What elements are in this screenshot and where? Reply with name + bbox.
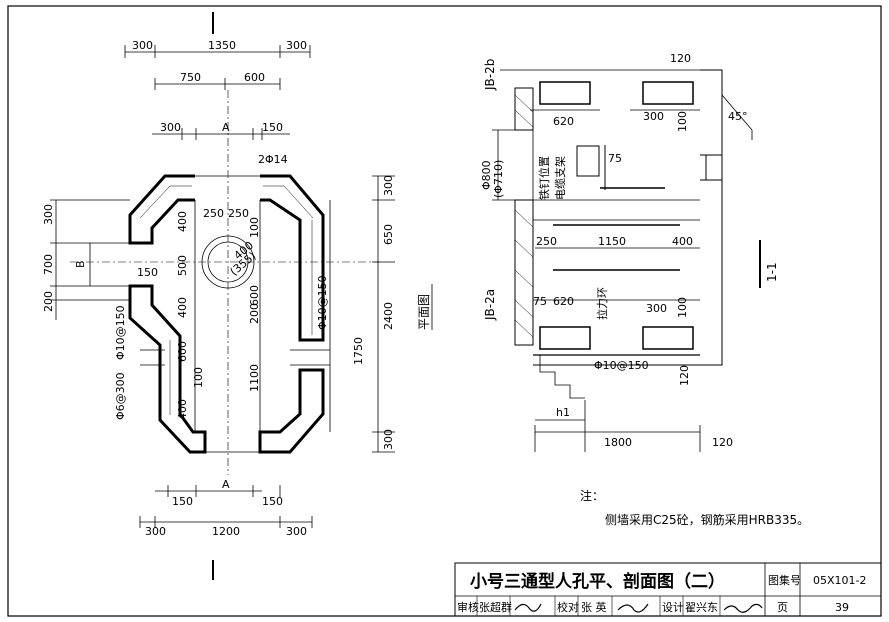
section-view — [492, 69, 761, 452]
proofer-name: 张 英 — [581, 600, 607, 614]
designer-name: 翟兴东 — [685, 601, 718, 614]
dim-300: 300 — [286, 39, 307, 52]
dim-h1: h1 — [556, 406, 570, 419]
dim-300: 300 — [42, 204, 55, 225]
dim-150: 150 — [262, 495, 283, 508]
dim-500: 500 — [176, 255, 189, 276]
dim-300: 300 — [382, 429, 395, 450]
dim-120: 120 — [712, 436, 733, 449]
dim-600: 600 — [176, 341, 189, 362]
phi710: (Φ710) — [492, 160, 505, 198]
dim-700: 700 — [42, 254, 55, 275]
title-block: 小号三通型人孔平、剖面图（二） 图集号 05X101-2 审核 张超群 校对 张… — [454, 562, 882, 617]
plan-view-label: 平面图 — [417, 294, 431, 330]
checker-name: 张超群 — [479, 600, 512, 614]
dim-150: 150 — [262, 121, 283, 134]
dim-120: 120 — [670, 52, 691, 65]
dim-300: 300 — [382, 175, 395, 196]
drawing-title: 小号三通型人孔平、剖面图（二） — [470, 571, 725, 592]
page-label: 页 — [777, 601, 788, 614]
notes: 注： 侧墙采用C25砼，钢筋采用HRB335。 — [580, 488, 809, 527]
dim-100: 100 — [676, 111, 689, 132]
design-label: 设计 — [662, 601, 684, 614]
dim-1200: 1200 — [212, 525, 240, 538]
rebar-2phi14: 2Φ14 — [258, 153, 288, 166]
dim-400: 400 — [176, 297, 189, 318]
signature — [514, 603, 542, 612]
proof-label: 校对 — [557, 600, 579, 614]
dim-1750: 1750 — [352, 337, 365, 365]
sheet-border — [7, 5, 882, 617]
dim-400: 400 — [176, 399, 189, 420]
jb-2a-label: JB-2a — [483, 289, 497, 321]
plan-labels: 300 1350 300 750 600 300 A 150 2Φ14 250 … — [42, 39, 433, 538]
dim-75: 75 — [608, 152, 622, 165]
dim-100: 100 — [192, 367, 205, 388]
dim-750: 750 — [180, 71, 201, 84]
dim-300: 300 — [286, 525, 307, 538]
angle-45: 45° — [728, 110, 748, 123]
dim-b: B — [74, 260, 87, 268]
dim-300: 300 — [643, 110, 664, 123]
atlas-label: 图集号 — [768, 573, 801, 587]
dim-100: 100 — [676, 297, 689, 318]
dim-300: 300 — [145, 525, 166, 538]
dim-120: 120 — [678, 365, 691, 386]
nail-position-label: 铁钉位置 — [537, 156, 551, 200]
page-number: 39 — [835, 601, 849, 614]
signature — [617, 603, 649, 613]
dim-600: 600 — [244, 71, 265, 84]
rebar-phi6-300: Φ6@300 — [114, 372, 127, 420]
dim-2400: 2400 — [382, 302, 395, 330]
atlas-number: 05X101-2 — [813, 574, 867, 587]
dim-150: 150 — [137, 266, 158, 279]
dim-1350: 1350 — [208, 39, 236, 52]
dim-150: 150 — [172, 495, 193, 508]
dim-300: 300 — [132, 39, 153, 52]
dim-300: 300 — [160, 121, 181, 134]
cable-bracket-label: 电缆支架 — [554, 156, 567, 200]
dim-400: 400 — [176, 211, 189, 232]
dim-620: 620 — [553, 295, 574, 308]
dim-1100: 1100 — [248, 364, 261, 392]
jb-2b-label: JB-2b — [483, 59, 497, 91]
dim-75: 75 — [533, 295, 547, 308]
dim-a: A — [222, 121, 230, 134]
dim-200: 200 — [42, 291, 55, 312]
dim-250: 250 — [536, 235, 557, 248]
check-label: 审核 — [457, 600, 479, 614]
notes-heading: 注： — [580, 488, 604, 503]
dim-600: 600 — [248, 285, 261, 306]
phi800: Φ800 — [480, 160, 493, 190]
dim-1800: 1800 — [604, 436, 632, 449]
rebar-phi10-150: Φ10@150 — [316, 275, 329, 330]
dim-650: 650 — [382, 224, 395, 245]
dim-a: A — [222, 478, 230, 491]
dim-200: 200 — [248, 303, 261, 324]
signature — [723, 603, 763, 613]
dim-100: 100 — [248, 217, 261, 238]
section-labels: JB-2b JB-2a 120 620 300 100 45° Φ800 (Φ7… — [480, 52, 779, 449]
section-view-label: 1-1 — [765, 262, 779, 282]
dim-400: 400 — [672, 235, 693, 248]
dim-250: 250 — [203, 207, 224, 220]
dim-250: 250 — [228, 207, 249, 220]
rebar-phi10-150: Φ10@150 — [114, 305, 127, 360]
dim-1150: 1150 — [598, 235, 626, 248]
notes-body: 侧墙采用C25砼，钢筋采用HRB335。 — [605, 512, 809, 527]
dim-620: 620 — [553, 115, 574, 128]
dim-300: 300 — [646, 302, 667, 315]
pull-ring-label: 拉力环 — [595, 287, 609, 320]
plan-view — [50, 12, 395, 580]
rebar-phi10-150: Φ10@150 — [594, 359, 649, 372]
